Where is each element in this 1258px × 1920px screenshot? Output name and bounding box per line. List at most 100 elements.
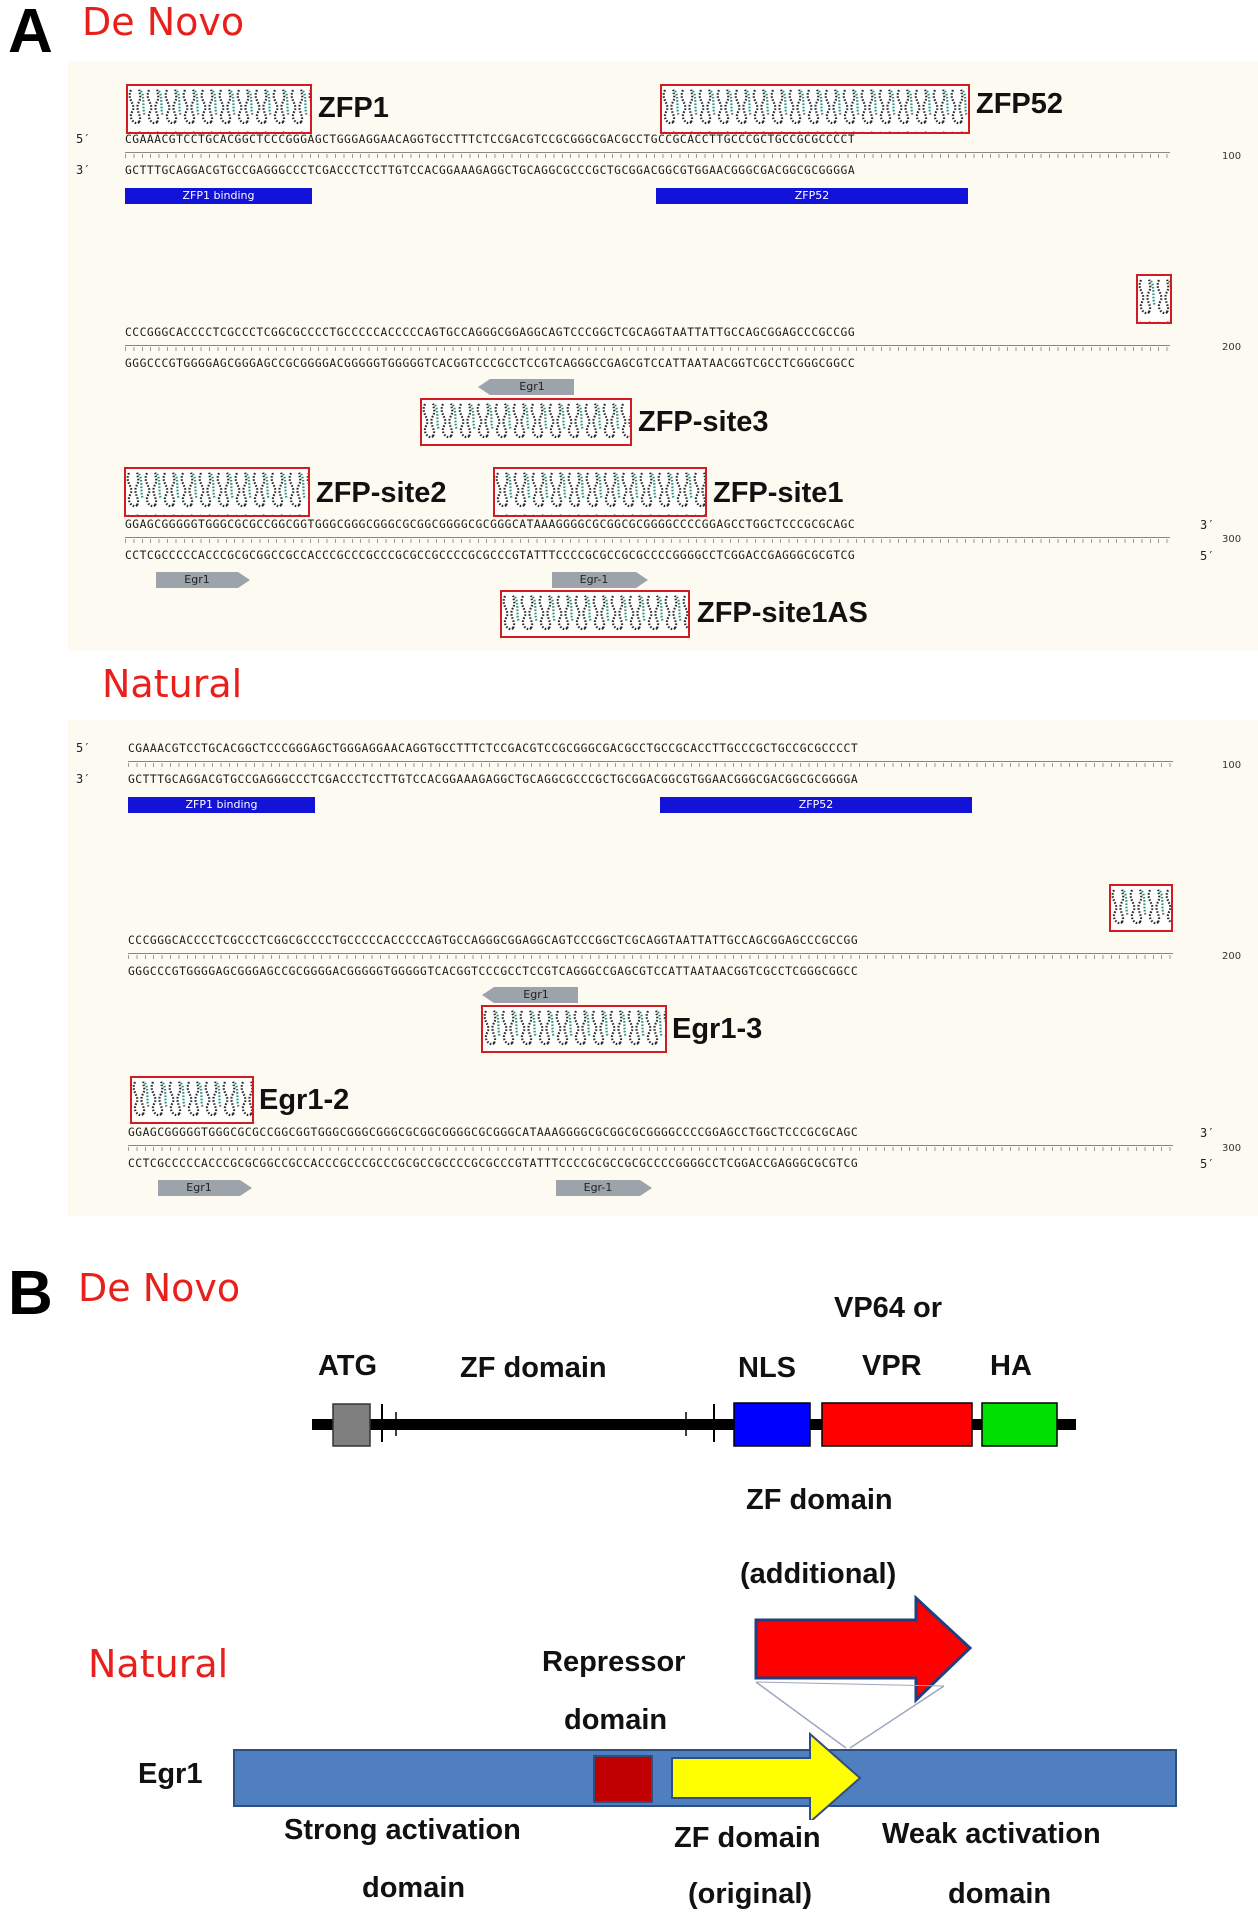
strand-5-label-right: 5′ <box>1200 1157 1215 1171</box>
egr1-feature-label: Egr1 <box>523 988 549 1001</box>
panel-a-letter: A <box>8 0 53 66</box>
egr1-feature-label: Egr1 <box>186 1181 212 1194</box>
zfp1-binding-feature: ZFP1 binding <box>125 188 312 204</box>
natural-egr1-diagram <box>233 1594 1177 1820</box>
insertion-guide-line <box>755 1681 945 1687</box>
strand-3-label-right: 3′ <box>1200 518 1215 532</box>
egr-1-feature-arrow <box>552 572 648 588</box>
egr1-2-label: Egr1-2 <box>259 1084 350 1116</box>
natural-sequence-top-row-3: GGAGCGGGGGTGGGCGCGCCGGCGGTGGGCGGGCGGGCGC… <box>128 1126 859 1139</box>
strand-5-label-right: 5′ <box>1200 549 1215 563</box>
repressor-domain-box <box>593 1755 653 1803</box>
egr1-feature-arrow <box>158 1180 252 1196</box>
egr1-3-label: Egr1-3 <box>672 1013 763 1045</box>
strand-3-label: 3′ <box>76 163 91 177</box>
nls-label: NLS <box>738 1352 796 1384</box>
insertion-guide-line <box>755 1681 847 1749</box>
natural-sequence-bottom-row-2: GGGCCCGTGGGGAGCGGGAGCCGCGGGGACGGGGGTGGGG… <box>128 965 859 978</box>
sequence-bottom-row-2: GGGCCCGTGGGGAGCGGGAGCCGCGGGGACGGGGGTGGGG… <box>125 357 856 370</box>
strand-5-label: 5′ <box>76 132 91 146</box>
zfp52-label: ZFP52 <box>976 88 1064 120</box>
sequence-ruler <box>128 953 1173 963</box>
position-label: 200 <box>1222 342 1242 353</box>
de-novo-construct-diagram <box>312 1402 1076 1447</box>
zfp-site1-motif-box <box>493 467 707 517</box>
zfp1-label: ZFP1 <box>318 92 389 124</box>
sequence-bottom-row-3: CCTCGCCCCCACCCGCGCGGCCGCCACCCGCCCGCCCGCG… <box>125 549 856 562</box>
zf-original-label-line2: (original) <box>688 1878 813 1910</box>
zfp-site2-motif-box <box>124 467 310 517</box>
egr1-2-motif-box <box>130 1076 254 1124</box>
zfp-site1as-label: ZFP-site1AS <box>697 597 868 629</box>
zfp1-binding-feature: ZFP1 binding <box>128 797 315 813</box>
zfp-site2-label: ZFP-site2 <box>316 477 447 509</box>
position-label: 100 <box>1222 151 1242 162</box>
strong-activation-label-line2: domain <box>362 1872 466 1904</box>
ha-box <box>981 1402 1058 1447</box>
sequence-top-row-1: CGAAACGTCCTGCACGGCTCCCGGGAGCTGGGAGGAACAG… <box>125 133 856 146</box>
partial-motif-box <box>1136 274 1172 324</box>
egr-1-feature-arrow <box>556 1180 652 1196</box>
position-label: 300 <box>1222 534 1242 545</box>
weak-activation-label-line1: Weak activation <box>882 1818 1101 1850</box>
repressor-label-line2: domain <box>564 1704 668 1736</box>
partial-motif-box <box>1109 884 1173 932</box>
panel-b-natural-title: Natural <box>88 1642 229 1686</box>
zfp52-motif-box <box>660 84 970 134</box>
position-label: 200 <box>1222 951 1242 962</box>
zf-original-label-line1: ZF domain <box>674 1822 821 1854</box>
egr1-label: Egr1 <box>138 1758 203 1790</box>
zfp1-motif-box <box>126 84 312 134</box>
panel-b-letter: B <box>8 1259 53 1328</box>
additional-zf-label-line2: (additional) <box>740 1558 897 1590</box>
atg-box <box>332 1403 371 1447</box>
construct-backbone <box>312 1419 1076 1430</box>
strong-activation-label-line1: Strong activation <box>284 1814 521 1846</box>
atg-label: ATG <box>318 1350 378 1382</box>
egr1-feature-label: Egr1 <box>184 573 210 586</box>
egr1-feature-arrow <box>156 572 250 588</box>
weak-activation-label-line2: domain <box>948 1878 1052 1910</box>
nls-box <box>733 1402 811 1447</box>
natural-sequence-top-row-2: CCCGGGCACCCCTCGCCCTCGGCGCCCCTGCCCCCACCCC… <box>128 934 859 947</box>
zfp52-feature: ZFP52 <box>656 188 968 204</box>
egr-1-feature-label: Egr-1 <box>579 573 609 586</box>
zf-domain-label: ZF domain <box>460 1352 607 1384</box>
vpr-label: VPR <box>862 1350 922 1382</box>
activator-box <box>821 1402 973 1447</box>
egr1-feature-label: Egr1 <box>519 380 545 393</box>
egr1-feature-arrow <box>478 379 574 395</box>
additional-zf-label-line1: ZF domain <box>746 1484 893 1516</box>
zfp-site3-motif-box <box>420 398 632 446</box>
natural-sequence-bottom-row-1: GCTTTGCAGGACGTGCCGAGGGCCCTCGACCCTCCTTGTC… <box>128 773 859 786</box>
zfp-site1-label: ZFP-site1 <box>713 477 844 509</box>
position-label: 300 <box>1222 1143 1242 1154</box>
position-label: 100 <box>1222 760 1242 771</box>
sequence-ruler <box>125 152 1170 162</box>
egr1-3-motif-box <box>481 1005 667 1053</box>
natural-sequence-bottom-row-3: CCTCGCCCCCACCCGCGCGGCCGCCACCCGCCCGCCCGCG… <box>128 1157 859 1170</box>
insertion-guide-line <box>849 1685 945 1749</box>
panel-a-natural-title: Natural <box>102 662 243 706</box>
strand-3-label-right: 3′ <box>1200 1126 1215 1140</box>
zfp-site3-label: ZFP-site3 <box>638 406 769 438</box>
zfp52-feature: ZFP52 <box>660 797 972 813</box>
panel-a-de-novo-title: De Novo <box>82 0 245 44</box>
sequence-top-row-3: GGAGCGGGGGTGGGCGCGCCGGCGGTGGGCGGGCGGGCGC… <box>125 518 856 531</box>
sequence-ruler <box>128 761 1173 771</box>
sequence-ruler <box>128 1145 1173 1155</box>
sequence-bottom-row-1: GCTTTGCAGGACGTGCCGAGGGCCCTCGACCCTCCTTGTC… <box>125 164 856 177</box>
panel-b-de-novo-title: De Novo <box>78 1266 241 1310</box>
sequence-top-row-2: CCCGGGCACCCCTCGCCCTCGGCGCCCCTGCCCCCACCCC… <box>125 326 856 339</box>
zf-original-arrow <box>671 1731 862 1820</box>
strand-3-label: 3′ <box>76 772 91 786</box>
strand-5-label: 5′ <box>76 741 91 755</box>
additional-zf-arrow <box>754 1594 973 1704</box>
egr1-feature-arrow <box>482 987 578 1003</box>
zfp-site1as-motif-box <box>500 590 690 638</box>
sequence-ruler <box>125 345 1170 355</box>
repressor-label-line1: Repressor <box>542 1646 686 1678</box>
natural-sequence-top-row-1: CGAAACGTCCTGCACGGCTCCCGGGAGCTGGGAGGAACAG… <box>128 742 859 755</box>
sequence-ruler <box>125 537 1170 547</box>
egr-1-feature-label: Egr-1 <box>583 1181 613 1194</box>
